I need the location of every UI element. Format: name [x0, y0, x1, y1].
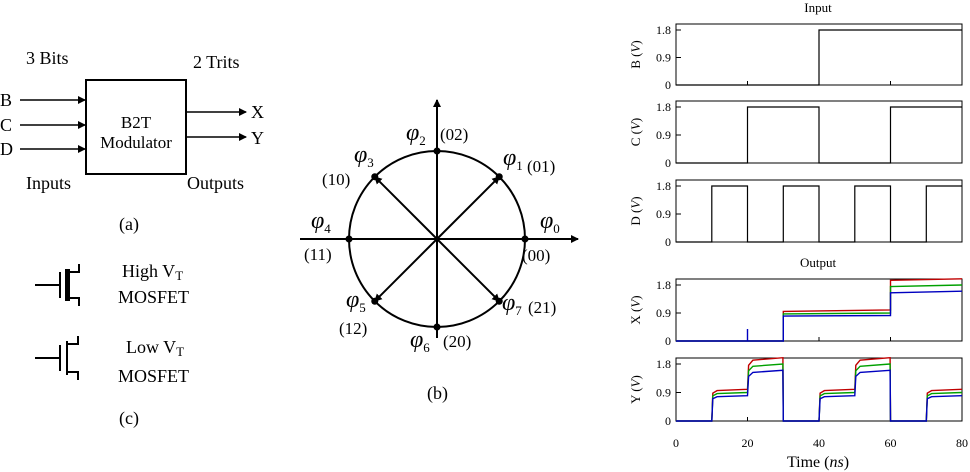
y-tick-label-b-1: 0.9 — [656, 51, 671, 65]
phase-arrow-3 — [374, 176, 438, 240]
y-tick-label-b-2: 1.8 — [656, 23, 671, 37]
input-label-b: B — [0, 90, 12, 110]
phase-label-4: φ4 — [311, 208, 331, 236]
x-tick-label-1: 20 — [742, 436, 754, 450]
input-panel-title: Input — [804, 0, 832, 15]
plot-d: 0 0.9 1.8 D (V) — [628, 179, 963, 249]
y-tick-label-x-0: 0 — [665, 334, 671, 348]
series-c-signal — [676, 106, 962, 164]
plot-b: 0 0.9 1.8 B (V) — [628, 23, 963, 92]
output-label-x: X — [251, 102, 264, 122]
y-tick-label-y-1: 0.9 — [656, 386, 671, 400]
x-axis-label: Time (ns) — [787, 454, 849, 471]
y-axis-label-d: D (V) — [628, 196, 643, 225]
high-vt-mosfet-icon — [35, 264, 80, 306]
block-diagram: 3 Bits 2 Trits B2T Modulator B C D X Y I… — [0, 48, 264, 235]
series-d-signal — [676, 185, 962, 243]
output-label-y: Y — [251, 128, 264, 148]
phase-point-4 — [345, 235, 353, 243]
high-vt-mosfet-label: MOSFET — [118, 287, 189, 307]
phase-point-6 — [433, 323, 441, 331]
plot-x: 0 0.9 1.8 X (V) — [628, 278, 963, 348]
y-tick-label-b-0: 0 — [665, 78, 671, 92]
caption-a: (a) — [119, 214, 139, 235]
constellation-diagram: φ0 (00) φ1(01) φ2 (02) φ3(10) φ4 (11) φ5 (12) φ6 (2… — [300, 99, 579, 404]
phase-point-2 — [433, 147, 441, 155]
phase-code-3: (10) — [322, 170, 350, 189]
caption-b: (b) — [427, 383, 448, 404]
phase-code-1: (01) — [527, 157, 555, 176]
phase-label-3: φ3 — [354, 142, 374, 170]
series-x-green — [676, 284, 963, 342]
x-tick-label-4: 80 — [956, 436, 968, 450]
low-vt-mosfet-label: MOSFET — [118, 366, 189, 386]
y-tick-label-y-0: 0 — [665, 414, 671, 428]
phase-code-6: (20) — [443, 332, 471, 351]
x-tick-label-3: 60 — [885, 436, 897, 450]
phase-point-0 — [521, 235, 529, 243]
y-axis-label-x: X (V) — [628, 295, 643, 324]
mosfet-legend: High VT MOSFET Low VT MOSFET (c) — [35, 261, 189, 429]
phase-label-1: φ1 — [503, 145, 523, 173]
inputs-label: Inputs — [26, 173, 71, 193]
bits-label: 3 Bits — [26, 48, 69, 68]
y-tick-label-c-0: 0 — [665, 156, 671, 170]
phase-point-3 — [371, 173, 379, 181]
phase-point-7 — [495, 297, 503, 305]
plot-y: 0 0.9 1.8 Y (V) — [628, 356, 963, 428]
y-axis-label-y: Y (V) — [628, 375, 643, 404]
phase-arrow-1 — [436, 176, 500, 240]
modulator-block — [85, 79, 187, 175]
phase-label-2: φ2 — [406, 120, 426, 148]
phase-label-0: φ0 — [540, 208, 560, 236]
phase-code-5: (12) — [339, 319, 367, 338]
phase-point-1 — [495, 173, 503, 181]
phase-code-4: (11) — [304, 245, 332, 264]
y-tick-label-c-1: 0.9 — [656, 128, 671, 142]
input-label-c: C — [0, 115, 12, 135]
low-vt-label: Low VT — [126, 337, 184, 359]
high-vt-label: High VT — [122, 261, 183, 283]
block-title-line1: B2T — [121, 113, 152, 132]
trits-label: 2 Trits — [193, 52, 240, 72]
phase-label-6: φ6 — [410, 327, 430, 355]
phase-label-5: φ5 — [346, 287, 366, 315]
y-tick-label-x-2: 1.8 — [656, 278, 671, 292]
waveform-plots: Input Output 0 0.9 1.8 B (V) 0 0.9 1.8 C (V) 0 0.… — [628, 0, 968, 471]
phase-code-2: (02) — [440, 125, 468, 144]
series-b-signal — [676, 29, 962, 86]
phase-label-7: φ7 — [502, 290, 522, 318]
x-tick-label-2: 40 — [813, 436, 825, 450]
y-tick-label-d-2: 1.8 — [656, 179, 671, 193]
plot-c: 0 0.9 1.8 C (V) — [628, 100, 963, 170]
series-y-blue — [676, 369, 962, 422]
y-axis-label-b: B (V) — [628, 40, 643, 69]
y-axis-label-c: C (V) — [628, 118, 643, 147]
series-x-red — [676, 278, 963, 342]
phase-code-0: (00) — [522, 246, 550, 265]
series-x-blue — [676, 290, 963, 342]
y-tick-label-d-1: 0.9 — [656, 207, 671, 221]
output-panel-title: Output — [800, 255, 837, 270]
phase-arrow-7 — [436, 238, 500, 302]
caption-c: (c) — [119, 408, 139, 429]
plot-frame-x — [675, 278, 963, 342]
phase-arrow-5 — [374, 238, 438, 302]
y-tick-label-d-0: 0 — [665, 235, 671, 249]
block-title-line2: Modulator — [100, 133, 172, 152]
phase-code-7: (21) — [528, 298, 556, 317]
outputs-label: Outputs — [187, 173, 244, 193]
y-tick-label-y-2: 1.8 — [656, 357, 671, 371]
x-tick-label-0: 0 — [673, 436, 679, 450]
y-tick-label-c-2: 1.8 — [656, 100, 671, 114]
phase-point-5 — [371, 297, 379, 305]
input-label-d: D — [0, 139, 13, 159]
low-vt-mosfet-icon — [35, 336, 79, 380]
y-tick-label-x-1: 0.9 — [656, 306, 671, 320]
